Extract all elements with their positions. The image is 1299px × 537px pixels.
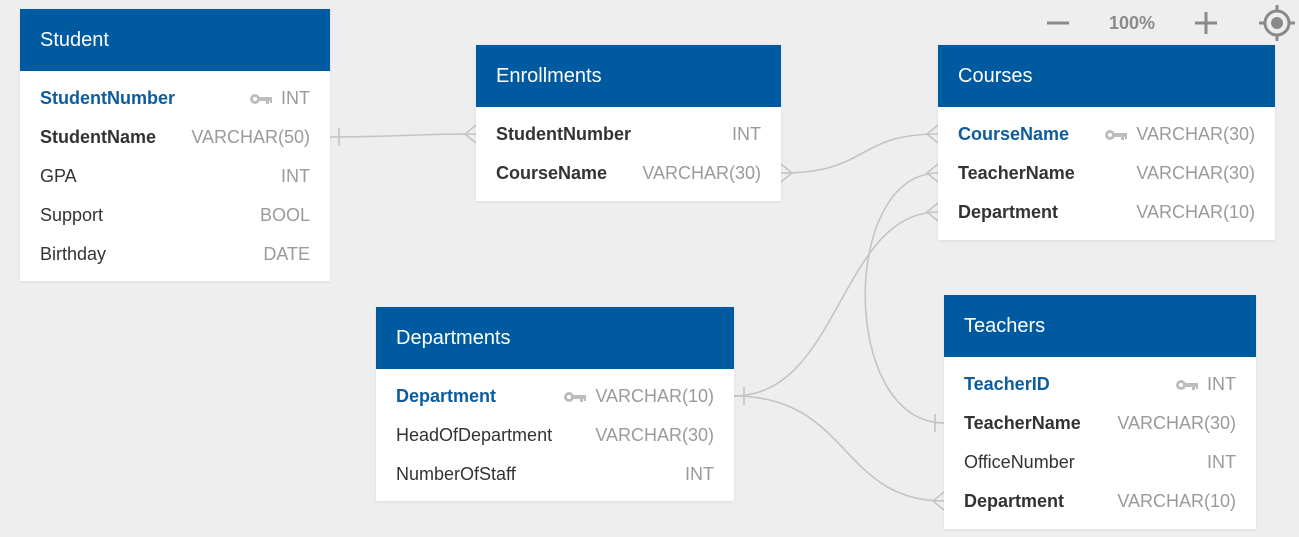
field-row[interactable]: Department VARCHAR(10) (938, 193, 1275, 232)
field-row[interactable]: StudentNumber INT (476, 115, 781, 154)
table-courses[interactable]: Courses CourseName VARCHAR(30) TeacherNa… (938, 45, 1275, 240)
field-name: OfficeNumber (964, 452, 1075, 472)
field-type: VARCHAR(10) (1136, 202, 1255, 222)
field-name: TeacherName (964, 413, 1081, 433)
field-type: INT (1207, 374, 1236, 394)
field-row[interactable]: GPA INT (20, 157, 330, 196)
table-header[interactable]: Courses (938, 45, 1275, 107)
field-row[interactable]: StudentNumber INT (20, 79, 330, 118)
table-departments[interactable]: Departments Department VARCHAR(10) HeadO… (376, 307, 734, 501)
field-type: VARCHAR(10) (1117, 491, 1236, 511)
table-title: Departments (396, 326, 511, 349)
field-row[interactable]: TeacherName VARCHAR(30) (944, 404, 1256, 443)
field-name: TeacherName (958, 163, 1075, 183)
field-type: VARCHAR(30) (1117, 413, 1236, 433)
field-row[interactable]: OfficeNumber INT (944, 443, 1256, 482)
table-header[interactable]: Student (20, 9, 330, 71)
field-type: VARCHAR(50) (191, 127, 310, 147)
recenter-button[interactable] (1255, 4, 1299, 42)
link-teachers-courses (864, 163, 945, 432)
field-type: VARCHAR(30) (642, 163, 761, 183)
minus-icon (1047, 21, 1069, 25)
field-row[interactable]: Department VARCHAR(10) (376, 377, 734, 416)
field-name: Department (958, 202, 1059, 222)
field-name: CourseName (958, 124, 1070, 144)
field-row[interactable]: TeacherID INT (944, 365, 1256, 404)
field-name: StudentNumber (496, 124, 631, 144)
table-student[interactable]: Student StudentNumber INT StudentName VA… (20, 9, 330, 281)
plus-icon (1195, 12, 1217, 34)
field-type: BOOL (259, 205, 310, 225)
field-type: VARCHAR(10) (595, 386, 714, 406)
field-row[interactable]: Birthday DATE (20, 235, 330, 274)
table-teachers[interactable]: Teachers TeacherID INT TeacherName VARCH… (944, 295, 1256, 529)
field-type: INT (281, 88, 310, 108)
field-type: VARCHAR(30) (1136, 124, 1255, 144)
field-type: DATE (263, 244, 310, 264)
table-title: Student (40, 28, 109, 51)
field-name: GPA (40, 166, 77, 186)
field-row[interactable]: HeadOfDepartment VARCHAR(30) (376, 416, 734, 455)
link-student-enrollments (329, 124, 477, 146)
field-type: VARCHAR(30) (595, 425, 714, 445)
field-type: VARCHAR(30) (1136, 163, 1255, 183)
target-icon (1259, 5, 1295, 41)
table-header[interactable]: Teachers (944, 295, 1256, 357)
table-enrollments[interactable]: Enrollments StudentNumber INT CourseName… (476, 45, 781, 201)
zoom-in-button[interactable] (1187, 11, 1225, 35)
field-type: INT (732, 124, 761, 144)
field-name: NumberOfStaff (396, 464, 516, 484)
field-name: StudentName (40, 127, 157, 147)
key-icon (250, 93, 272, 104)
field-type: INT (685, 464, 714, 484)
field-row[interactable]: Support BOOL (20, 196, 330, 235)
key-icon (1105, 129, 1128, 140)
table-header[interactable]: Enrollments (476, 45, 781, 107)
field-name: Department (396, 386, 497, 406)
field-row[interactable]: NumberOfStaff INT (376, 455, 734, 494)
zoom-level: 100% (1108, 12, 1156, 33)
field-name: CourseName (496, 163, 608, 183)
table-title: Enrollments (496, 64, 602, 87)
link-departments-teachers (733, 395, 945, 511)
field-name: Department (964, 491, 1065, 511)
zoom-out-button[interactable] (1039, 11, 1077, 35)
key-icon (1176, 379, 1198, 390)
zoom-toolbar: 100% (1039, 4, 1299, 42)
table-title: Courses (958, 64, 1033, 87)
field-type: INT (1207, 452, 1236, 472)
link-enrollments-courses (780, 124, 939, 183)
field-row[interactable]: Department VARCHAR(10) (944, 482, 1256, 521)
table-title: Teachers (964, 314, 1046, 337)
table-header[interactable]: Departments (376, 307, 734, 369)
link-departments-courses (733, 202, 939, 405)
field-row[interactable]: CourseName VARCHAR(30) (938, 115, 1275, 154)
key-icon (564, 391, 587, 402)
field-type: INT (281, 166, 310, 186)
field-row[interactable]: CourseName VARCHAR(30) (476, 154, 781, 193)
field-name: Support (40, 205, 104, 225)
field-name: Birthday (40, 244, 107, 264)
field-row[interactable]: TeacherName VARCHAR(30) (938, 154, 1275, 193)
field-name: StudentNumber (40, 88, 175, 108)
field-name: HeadOfDepartment (396, 425, 553, 445)
field-row[interactable]: StudentName VARCHAR(50) (20, 118, 330, 157)
field-name: TeacherID (964, 374, 1050, 394)
